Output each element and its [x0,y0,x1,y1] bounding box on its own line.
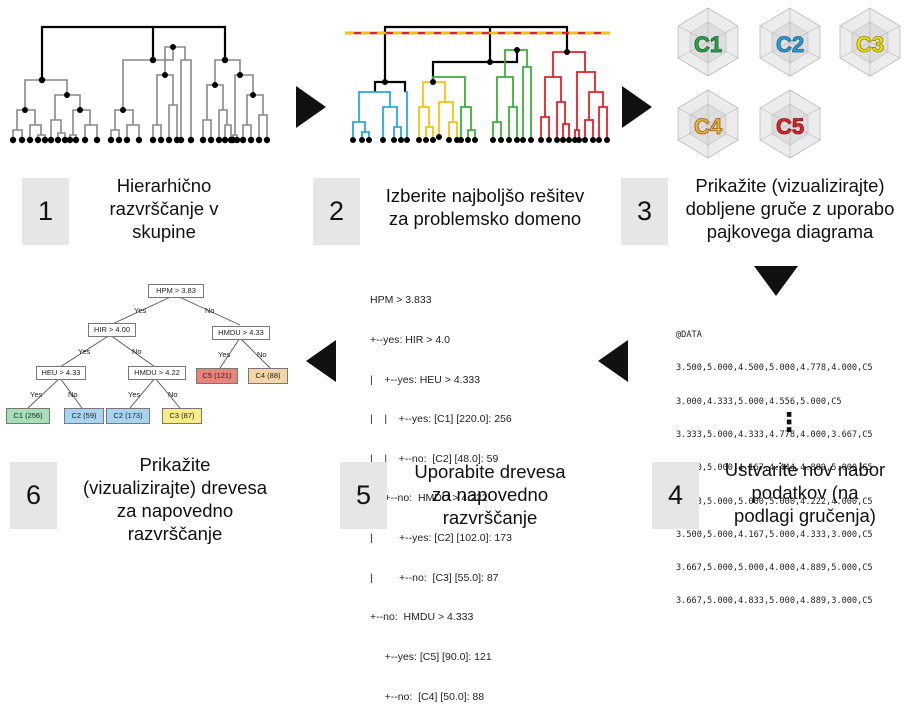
arrow-down-icon [754,266,798,296]
edge-label-yes: Yes [78,347,91,356]
text-tree-line: | | +--yes: [C1] [220.0]: 256 [370,413,512,426]
edge-label-no: No [205,306,215,315]
data-line: 3.667,5.000,4.833,5.000,4.889,3.000,C5 [676,596,873,607]
data-line: 3.500,5.000,4.500,5.000,4.778,4.000,C5 [676,363,873,374]
ellipsis-icon: ⋮ [776,408,802,438]
data-line: @DATA [676,330,702,341]
edge-label-no: No [168,390,178,399]
text-tree-line: | +--yes: [C2] [102.0]: 173 [370,532,512,545]
radar-label-c3: C3 [856,32,884,57]
edge-label-yes: Yes [30,390,43,399]
edge-label-yes: Yes [134,306,147,315]
data-line: 3.500,5.000,4.167,4.444,4.889,5.000,C5 [676,463,873,474]
tree-node-hmdu-433: HMDU > 4.33 [212,326,270,340]
step-caption-3: Prikažite (vizualizirajte)dobljene gruče… [685,175,895,242]
text-tree-line: | +--yes: HEU > 4.333 [370,373,481,386]
step-number-2: 2 [313,178,360,245]
radar-chart-c1: C1 [677,7,739,77]
edge-label-no: No [257,350,267,359]
tree-leaf-c1: C1 (256) [6,408,50,424]
text-tree-line: +--yes: [C5] [90.0]: 121 [370,650,492,663]
radar-label-c1: C1 [694,32,722,57]
text-tree-line: HPM > 3.833 [370,294,432,307]
tree-leaf-c2a: C2 (59) [64,408,104,424]
radar-chart-c2: C2 [759,7,821,77]
tree-leaf-c5: C5 (121) [196,368,238,384]
radar-chart-c5: C5 [759,89,821,159]
text-tree-line: | | +--no: [C2] [48.0]: 59 [370,452,499,465]
data-listing-panel: @DATA 3.500,5.000,4.500,5.000,4.778,4.00… [676,308,906,606]
radar-charts-panel: C1 C2 C3 C4 C5 [668,0,908,160]
edge-label-no: No [132,347,142,356]
edge-label-yes: Yes [218,350,231,359]
radar-label-c2: C2 [776,32,804,57]
data-line: 3.333,5.000,4.333,4.778,4.000,3.667,C5 [676,430,873,441]
arrow-left-icon [598,340,628,382]
step-number-5: 5 [340,462,387,529]
radar-chart-c4: C4 [677,89,739,159]
text-tree-panel: HPM > 3.833 +--yes: HIR > 4.0 | +--yes: … [370,268,590,702]
data-line: 3.833,5.000,5.000,5.000,4.222,4.000,C5 [676,496,873,507]
step-number-3: 3 [621,178,668,245]
tree-leaf-c2b: C2 (173) [106,408,150,424]
edge-label-yes: Yes [128,390,141,399]
decision-tree-edges [27,294,271,409]
text-tree-line: +--no: HMDU > 4.333 [370,611,474,624]
tree-leaf-c4: C4 (88) [248,368,288,384]
text-tree-line: | +--no: [C3] [55.0]: 87 [370,571,499,584]
dendrogram-panel [9,25,271,144]
radar-chart-c3: C3 [839,7,901,77]
radar-label-c5: C5 [776,114,804,139]
tree-node-root: HPM > 3.83 [148,284,204,298]
tree-node-hmdu-422: HMDU > 4.22 [128,366,186,380]
data-line: 3.000,4.333,5.000,4.556,5.000,C5 [676,396,842,407]
arrow-right-icon [296,86,326,128]
text-tree-line: +--no: [C4] [50.0]: 88 [370,690,485,703]
radar-label-c4: C4 [694,114,723,139]
edge-label-no: No [68,390,78,399]
arrow-left-icon [306,340,336,382]
arrow-right-icon [622,86,652,128]
tree-leaf-c3: C3 (87) [162,408,202,424]
text-tree-line: | +--no: HMDU > 4.222 [370,492,488,505]
tree-node-heu: HEU > 4.33 [36,366,86,380]
data-line: 3.500,5.000,4.167,5.000,4.333,3.000,C5 [676,529,873,540]
step-number-1: 1 [22,178,69,245]
decision-tree-panel: HPM > 3.83 Yes No HIR > 4.00 HMDU > 4.33… [0,270,300,435]
step-number-6: 6 [10,462,57,529]
tree-node-hir: HIR > 4.00 [88,323,136,337]
colored-dendrogram-panel [345,25,610,143]
text-tree-line: +--yes: HIR > 4.0 [370,334,450,347]
step-number-4: 4 [652,462,699,529]
